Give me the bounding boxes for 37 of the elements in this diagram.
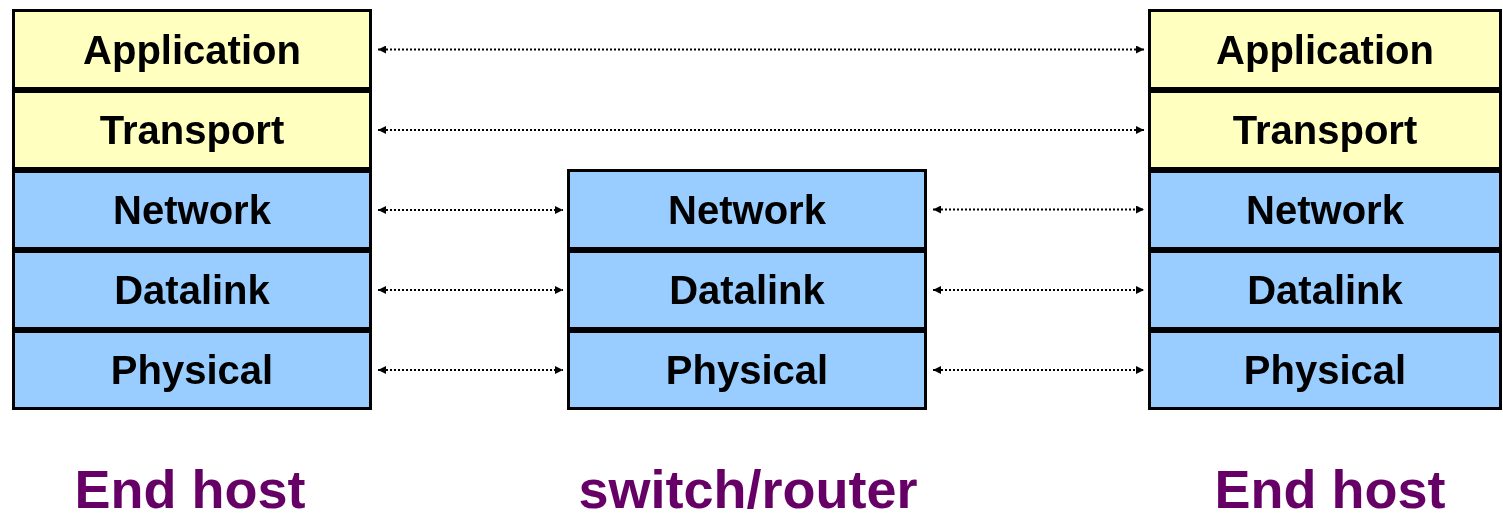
layer-label: Network xyxy=(668,189,826,230)
layer-box xyxy=(1148,170,1502,250)
layer-box xyxy=(12,170,372,250)
layer-label: Transport xyxy=(99,110,285,150)
layer-label: Application xyxy=(83,29,301,70)
dotted-arrow xyxy=(377,126,1145,134)
device-label: switch/router xyxy=(578,462,918,516)
dotted-arrow xyxy=(377,286,564,294)
layer-box xyxy=(567,250,927,330)
dotted-arrow xyxy=(932,205,1145,214)
layer-label: Application xyxy=(1216,29,1434,70)
dotted-arrow xyxy=(377,206,564,214)
layer-box xyxy=(12,90,372,170)
layer-box xyxy=(567,169,927,250)
layer-box xyxy=(1148,250,1502,330)
layer-label: Datalink xyxy=(114,270,270,310)
layer-label: Physical xyxy=(665,350,829,390)
layer-label: Datalink xyxy=(1247,270,1403,310)
dotted-arrow xyxy=(932,366,1145,374)
dotted-arrow xyxy=(377,45,1145,54)
layer-box xyxy=(12,9,372,90)
layer-label: Transport xyxy=(1232,110,1418,150)
device-label: End host xyxy=(1214,462,1446,516)
layer-label: Datalink xyxy=(669,270,825,310)
layer-box xyxy=(12,250,372,330)
layer-box xyxy=(567,330,927,410)
layer-box xyxy=(1148,9,1502,90)
dotted-arrow xyxy=(377,366,564,374)
dotted-arrow xyxy=(932,286,1145,294)
layer-box xyxy=(1148,330,1502,410)
layer-label: Network xyxy=(113,190,271,230)
device-label: End host xyxy=(74,462,306,516)
layer-label: Physical xyxy=(1243,350,1407,390)
layer-label: Network xyxy=(1246,190,1404,230)
layer-label: Physical xyxy=(110,350,274,390)
layer-box xyxy=(1148,90,1502,170)
layer-box xyxy=(12,330,372,410)
